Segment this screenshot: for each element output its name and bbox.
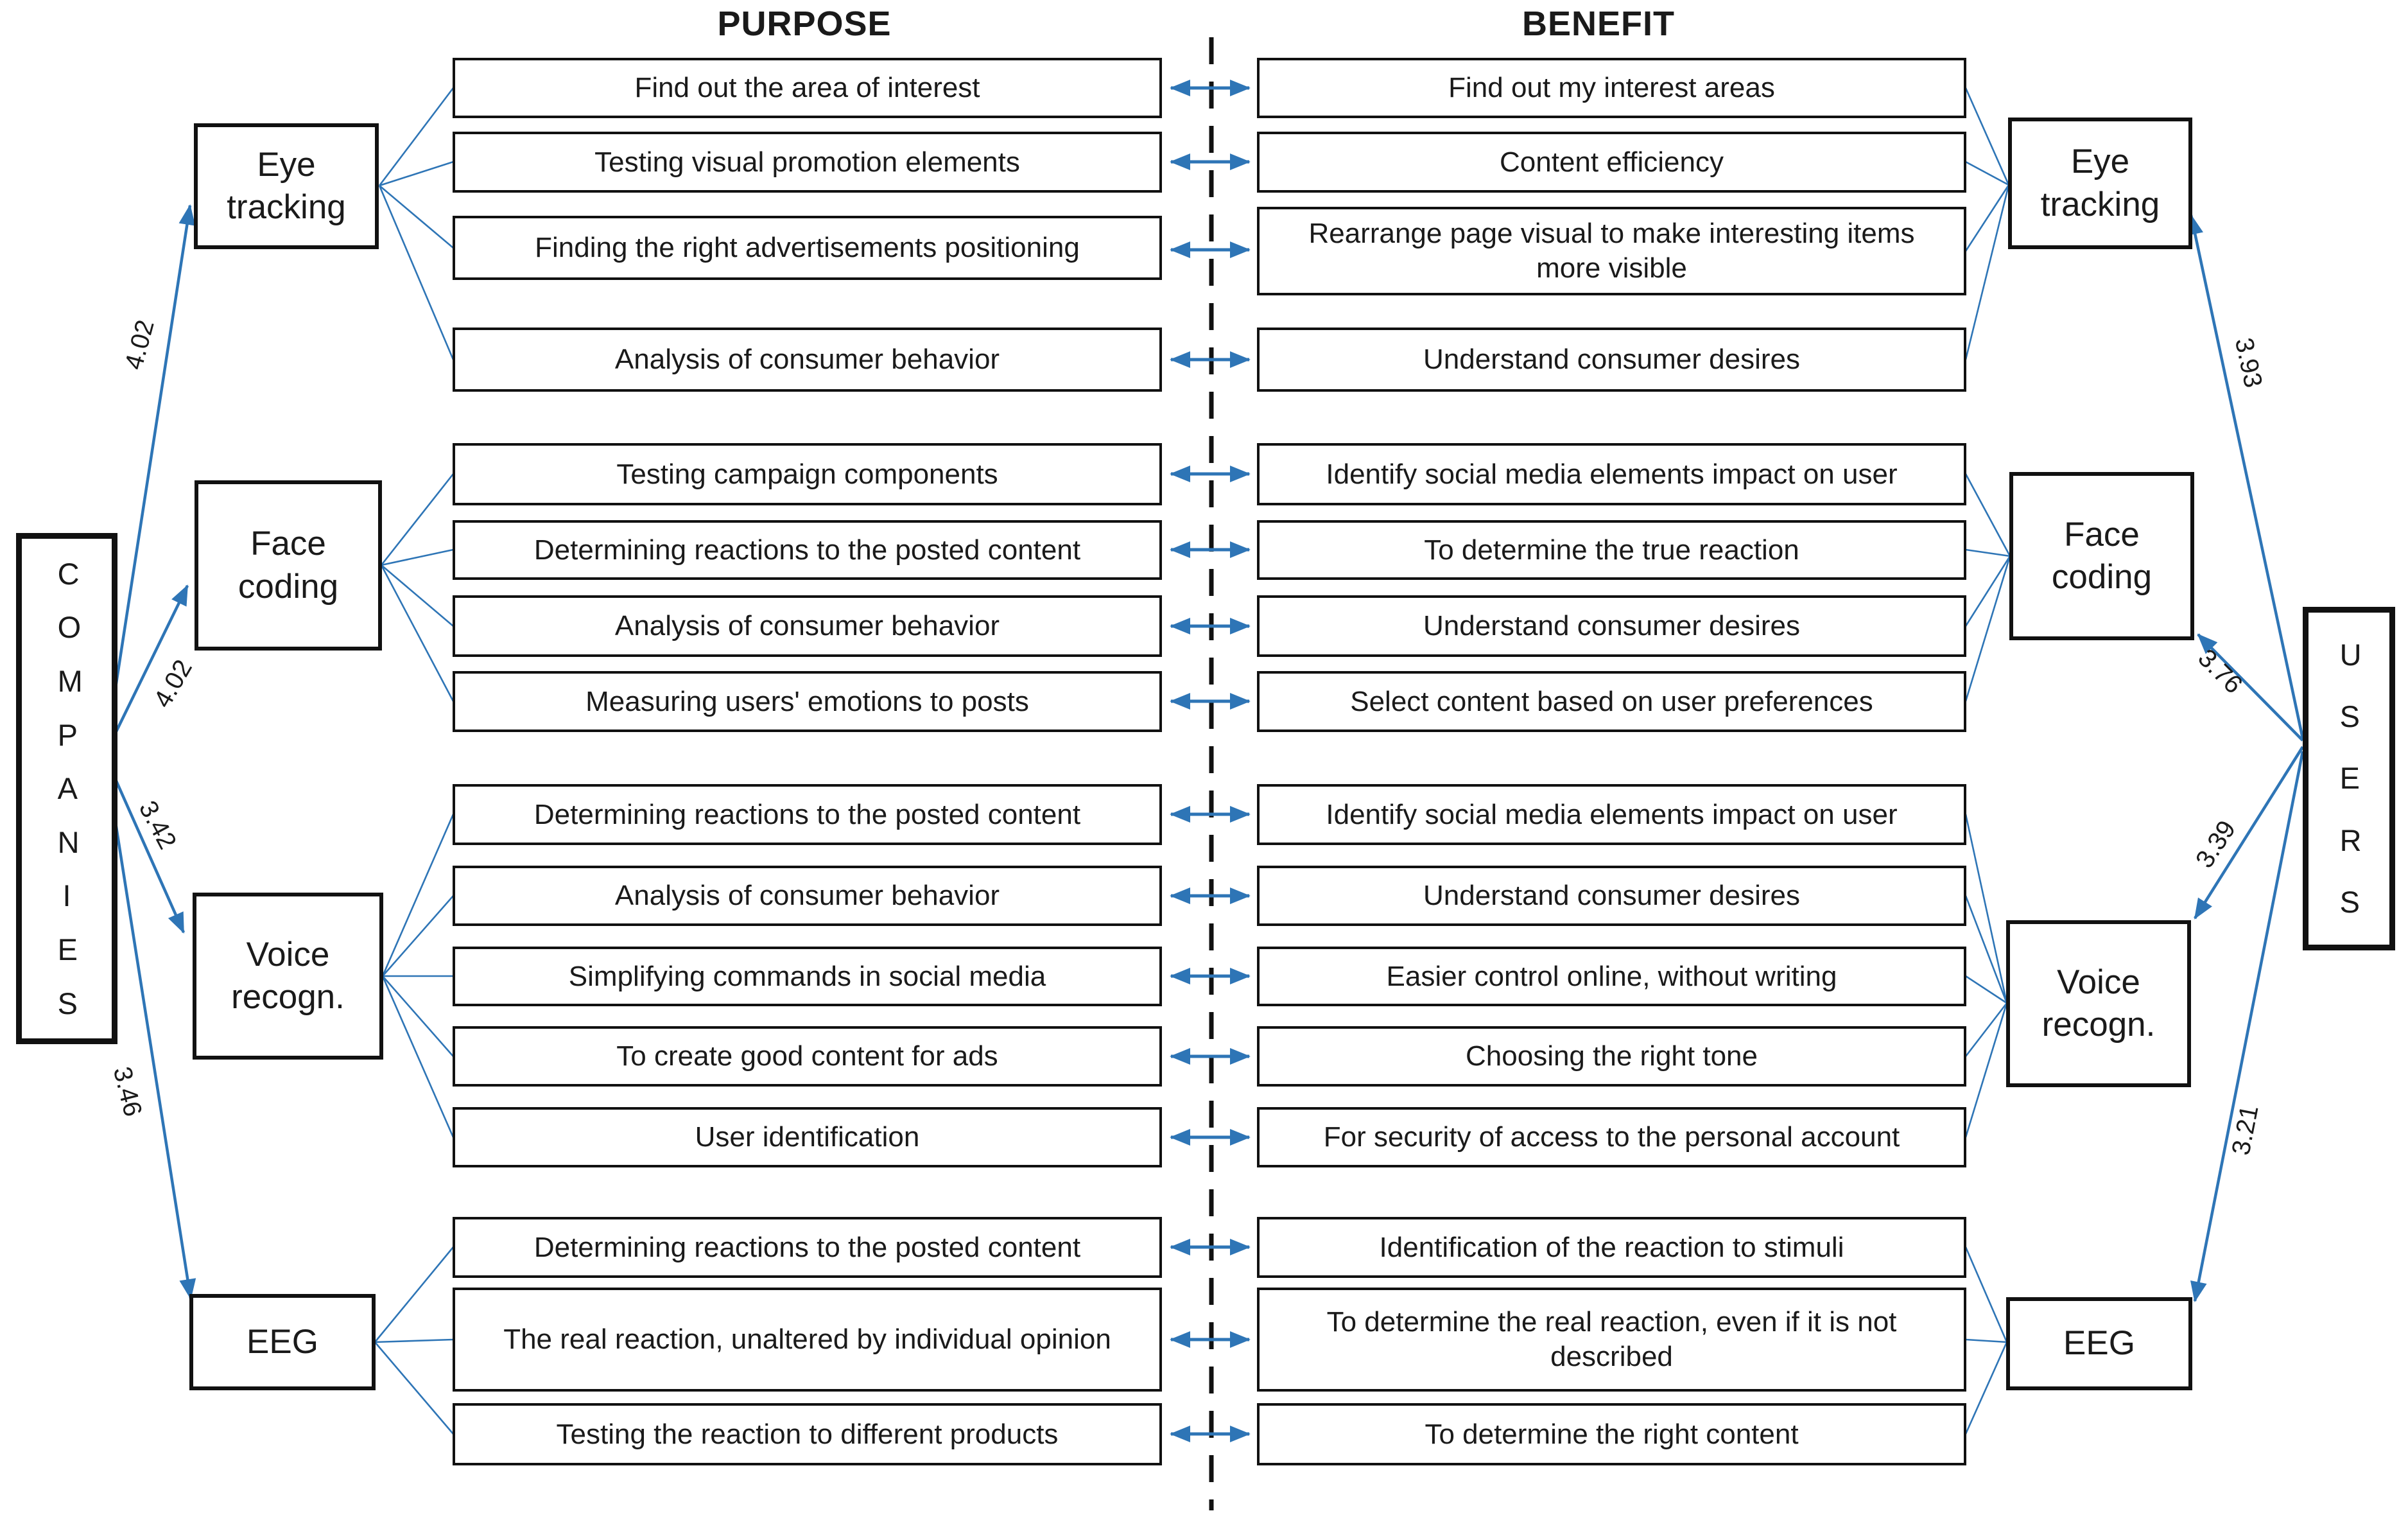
benefit-box: Understand consumer desires — [1257, 328, 1966, 392]
tech-eeg-left: EEG — [189, 1294, 376, 1390]
benefit-box: Easier control online, without writing — [1257, 947, 1966, 1006]
purpose-benefit-arrows — [1170, 80, 1251, 1442]
benefit-box: Understand consumer desires — [1257, 866, 1966, 926]
purpose-box: The real reaction, unaltered by individu… — [453, 1288, 1162, 1392]
purpose-box: Simplifying commands in social media — [453, 947, 1162, 1006]
tech-eye-tracking-left: Eye tracking — [194, 123, 379, 249]
benefit-box: Choosing the right tone — [1257, 1026, 1966, 1087]
benefit-box: Select content based on user preferences — [1257, 671, 1966, 732]
benefit-box: Rearrange page visual to make interestin… — [1257, 207, 1966, 295]
tech-voice-recogn-right: Voice recogn. — [2006, 920, 2191, 1087]
purpose-box: Testing the reaction to different produc… — [453, 1403, 1162, 1465]
benefit-box: Understand consumer desires — [1257, 595, 1966, 657]
benefit-header: BENEFIT — [1521, 4, 1675, 43]
benefit-box: Find out my interest areas — [1257, 58, 1966, 118]
purpose-box: Testing visual promotion elements — [453, 132, 1162, 193]
purpose-box: Find out the area of interest — [453, 58, 1162, 118]
purpose-box: Analysis of consumer behavior — [453, 866, 1162, 926]
tech-voice-recogn-left: Voice recogn. — [193, 893, 383, 1060]
purpose-box: To create good content for ads — [453, 1026, 1162, 1087]
benefit-box: Identification of the reaction to stimul… — [1257, 1217, 1966, 1278]
purpose-box: Finding the right advertisements positio… — [453, 216, 1162, 280]
benefit-tech-fans — [1964, 87, 2011, 1435]
benefit-box: Identify social media elements impact on… — [1257, 784, 1966, 845]
benefit-box: Content efficiency — [1257, 132, 1966, 193]
purpose-header: PURPOSE — [717, 4, 892, 43]
users-arrows — [2187, 214, 2305, 1302]
purpose-box: Testing campaign components — [453, 443, 1162, 505]
tech-eye-tracking-right: Eye tracking — [2008, 118, 2192, 249]
tech-eeg-right: EEG — [2006, 1297, 2192, 1390]
benefit-box: For security of access to the personal a… — [1257, 1107, 1966, 1167]
purpose-box: User identification — [453, 1107, 1162, 1167]
benefit-box: Identify social media elements impact on… — [1257, 443, 1966, 505]
companies-arrows — [104, 204, 196, 1300]
users-label: USERS — [2339, 637, 2362, 920]
companies-node: COMPANIES — [16, 533, 117, 1044]
benefit-box: To determine the true reaction — [1257, 520, 1966, 580]
tech-purpose-fans — [374, 87, 455, 1435]
companies-label: COMPANIES — [57, 556, 83, 1020]
tech-face-coding-left: Face coding — [195, 480, 382, 651]
benefit-box: To determine the right content — [1257, 1403, 1966, 1465]
purpose-box: Measuring users' emotions to posts — [453, 671, 1162, 732]
purpose-box: Determining reactions to the posted cont… — [453, 1217, 1162, 1278]
purpose-box: Determining reactions to the posted cont… — [453, 784, 1162, 845]
users-node: USERS — [2303, 607, 2395, 950]
benefit-box: To determine the real reaction, even if … — [1257, 1288, 1966, 1392]
purpose-box: Analysis of consumer behavior — [453, 595, 1162, 657]
purpose-box: Analysis of consumer behavior — [453, 328, 1162, 392]
purpose-box: Determining reactions to the posted cont… — [453, 520, 1162, 580]
tech-face-coding-right: Face coding — [2009, 472, 2194, 640]
